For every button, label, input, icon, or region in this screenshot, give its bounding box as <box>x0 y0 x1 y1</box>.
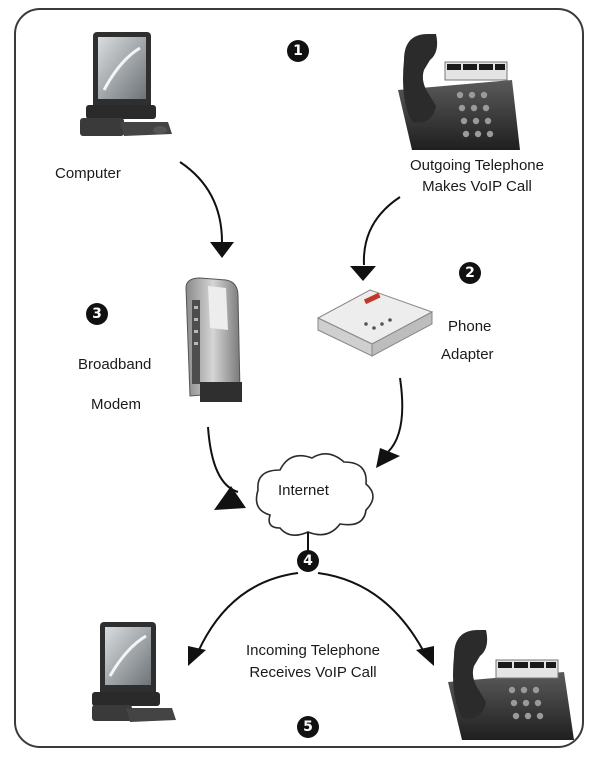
modem-icon <box>185 277 242 402</box>
incoming-telephone-label-line2: Receives VoIP Call <box>249 664 377 681</box>
step-badge-5: 5 <box>297 716 319 738</box>
arrow-computer-to-modem <box>179 161 223 243</box>
computer-icon <box>80 32 172 136</box>
phone-adapter-label-line2: Adapter <box>441 346 494 363</box>
telephone-icon <box>448 630 574 740</box>
arrow-phone-to-adapter <box>362 196 401 266</box>
flow-arrows <box>179 161 425 653</box>
internet-cloud-icon <box>255 453 374 536</box>
telephone-icon <box>398 34 520 150</box>
phone-adapter-label-line1: Phone <box>448 318 492 335</box>
outgoing-telephone-label-line2: Makes VoIP Call <box>422 178 532 195</box>
arrow-split-left <box>197 572 299 653</box>
computer-label: Computer <box>55 165 121 182</box>
step-badge-3: 3 <box>86 303 108 325</box>
step-badge-1: 1 <box>287 40 309 62</box>
phone-adapter-icon <box>316 289 434 357</box>
outgoing-telephone-label-line1: Outgoing Telephone <box>409 157 544 174</box>
modem-label-line2: Modem <box>91 396 142 413</box>
internet-label: Internet <box>278 482 329 499</box>
arrow-heads <box>188 242 434 666</box>
modem-label-line1: Broadband <box>78 356 152 373</box>
step-badge-4: 4 <box>297 550 319 572</box>
step-badge-2: 2 <box>459 262 481 284</box>
incoming-telephone-label-line1: Incoming Telephone <box>246 642 380 659</box>
arrow-modem-to-internet <box>207 426 239 493</box>
arrow-split-right <box>317 572 425 653</box>
arrow-adapter-to-internet <box>387 377 404 453</box>
computer-icon <box>92 622 176 722</box>
